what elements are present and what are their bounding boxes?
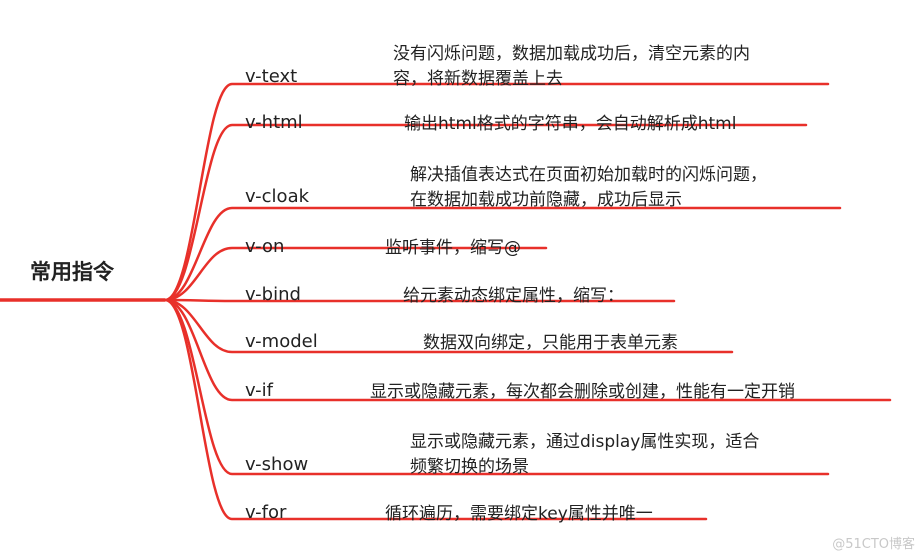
branch-desc-v-cloak-line-2: 在数据加载成功前隐藏，成功后显示	[410, 190, 682, 210]
branch-desc-v-show-line-2: 频繁切换的场景	[410, 457, 529, 477]
branch-line-v-on	[163, 246, 548, 302]
branch-desc-v-text-line-1: 没有闪烁问题，数据加载成功后，清空元素的内	[393, 44, 750, 64]
branch-desc-v-cloak-line-1: 解决插值表达式在页面初始加载时的闪烁问题，	[410, 165, 767, 185]
branch-desc-v-bind-line-1: 给元素动态绑定属性，缩写：	[403, 286, 624, 306]
branch-line-v-html	[163, 123, 808, 302]
branch-label-v-show: v-show	[245, 454, 309, 475]
branch-label-v-on: v-on	[245, 236, 285, 257]
branch-line-v-if	[163, 298, 892, 402]
branch-line-v-model	[163, 298, 734, 354]
branch-label-v-text: v-text	[245, 66, 298, 87]
branch-label-v-cloak: v-cloak	[245, 186, 310, 207]
branch-desc-v-model-line-1: 数据双向绑定，只能用于表单元素	[423, 333, 678, 353]
branch-line-v-for	[163, 298, 708, 521]
branch-label-v-html: v-html	[245, 112, 303, 133]
branch-label-v-if: v-if	[245, 380, 274, 401]
branch-line-v-cloak	[163, 206, 842, 302]
branch-desc-v-if-line-1: 显示或隐藏元素，每次都会删除或创建，性能有一定开销	[370, 382, 795, 402]
watermark: @51CTO博客	[832, 537, 915, 552]
branch-desc-v-html-line-1: 输出html格式的字符串，会自动解析成html	[404, 114, 737, 134]
branch-desc-v-text-line-2: 容，将新数据覆盖上去	[393, 69, 563, 89]
branch-label-v-for: v-for	[245, 502, 287, 523]
branch-label-v-model: v-model	[245, 331, 318, 352]
branch-desc-v-for-line-1: 循环遍历，需要绑定key属性并唯一	[385, 504, 653, 524]
branch-desc-v-on-line-1: 监听事件，缩写@	[385, 238, 521, 258]
root-label: 常用指令	[30, 260, 114, 284]
branch-desc-v-show-line-1: 显示或隐藏元素，通过display属性实现，适合	[410, 432, 760, 452]
branch-label-v-bind: v-bind	[245, 284, 301, 305]
branch-line-v-bind	[163, 298, 676, 303]
